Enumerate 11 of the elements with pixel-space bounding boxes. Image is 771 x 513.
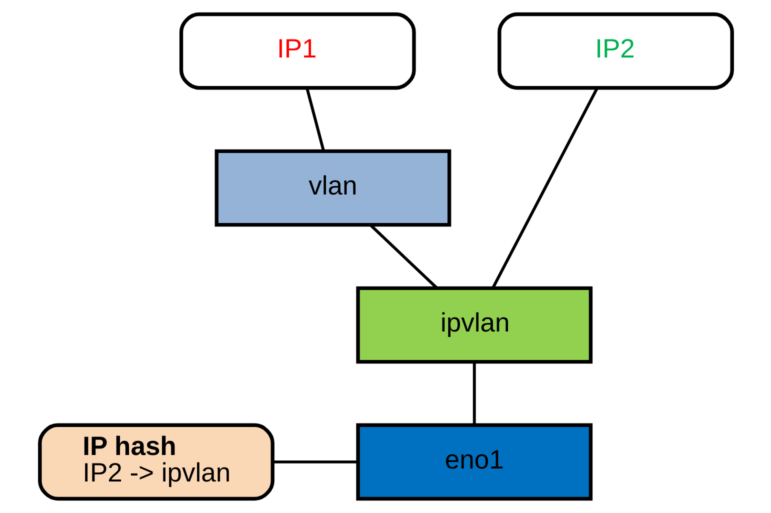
connector <box>305 88 325 152</box>
node-box: vlan <box>214 149 451 227</box>
node-box: IP hash IP2 -> ipvlan <box>38 423 274 501</box>
connector <box>491 87 598 289</box>
node-box: ipvlan <box>356 286 592 364</box>
connector <box>472 362 476 425</box>
node-box: eno1 <box>356 423 592 501</box>
connector <box>272 460 358 464</box>
node-box: IP2 <box>497 12 734 90</box>
node-box: IP1 <box>178 12 416 90</box>
connector <box>368 224 438 289</box>
